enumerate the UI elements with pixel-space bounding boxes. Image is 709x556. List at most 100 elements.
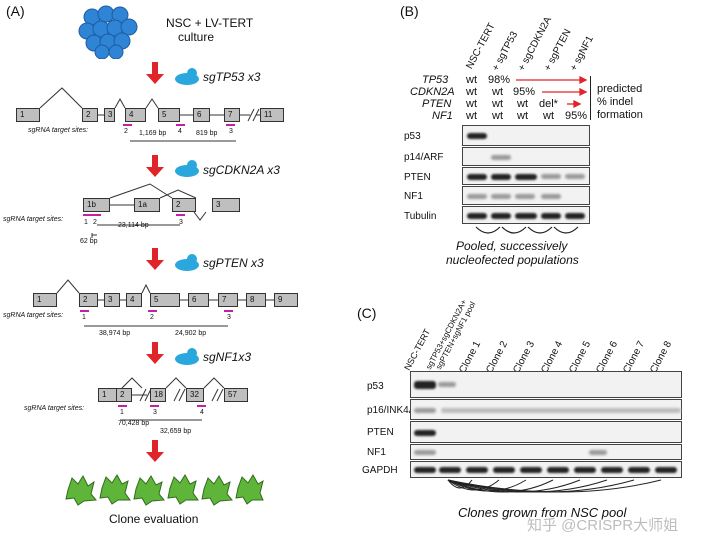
indel-cell: wt (466, 98, 477, 110)
predicted-label: predicted (597, 83, 643, 95)
column-label: Clone 6 (594, 339, 621, 375)
tp53-exon: 1 (16, 108, 40, 122)
cdkn2a-exon: 3 (212, 198, 240, 212)
column-label: Clone 1 (457, 339, 484, 375)
blot-label: Tubulin (404, 211, 437, 222)
blot-label: p53 (404, 131, 421, 142)
nf1-exon: 18 (150, 388, 166, 402)
column-label: Clone 3 (511, 339, 538, 375)
clone-origin-arrows (447, 479, 662, 493)
distance-label: 32,659 bp (160, 428, 192, 435)
step-arrow-icon (146, 342, 164, 364)
sgrna-site-mark (224, 310, 233, 312)
step-tp53-label: sgTP53 x3 (203, 70, 261, 84)
tp53-exon: 7 (224, 108, 240, 122)
sgrna-site-mark (83, 214, 92, 216)
divider (590, 76, 591, 120)
distance-label: 62 bp (80, 238, 98, 245)
blot-strip (462, 167, 590, 185)
sgrna-site-number: 3 (153, 409, 157, 416)
step-arrow-icon (146, 248, 164, 270)
blot-label: PTEN (404, 172, 431, 183)
sgrna-site-number: 1 (120, 409, 124, 416)
step-arrow-icon (146, 440, 164, 462)
step-arrow-icon (146, 62, 164, 84)
pten-exon: 2 (79, 293, 98, 307)
blot-label: NF1 (367, 447, 386, 458)
sgrna-site-mark (92, 214, 101, 216)
nf1-exon: 2 (116, 388, 132, 402)
sgrna-label: sgRNA target sites: (3, 312, 64, 319)
sgrna-site-mark (176, 124, 185, 126)
culture-text-line2: culture (178, 30, 215, 44)
blot-strip (410, 421, 682, 443)
tp53-exon: 4 (125, 108, 146, 122)
gene-label: CDKN2A (410, 86, 455, 98)
pten-exon: 7 (218, 293, 238, 307)
sgrna-site-number: 2 (93, 219, 97, 226)
predicted-label: % indel (597, 96, 634, 108)
nf1-exon: 57 (224, 388, 248, 402)
panel-c-caption: Clones grown from NSC pool (458, 505, 627, 520)
step-nf1-label: sgNF1x3 (203, 350, 252, 364)
indel-cell: wt (517, 98, 528, 110)
panel-c-label: (C) (357, 305, 377, 321)
sgrna-site-mark (197, 405, 206, 407)
panel-b-label: (B) (400, 3, 419, 19)
pten-exon: 6 (188, 293, 209, 307)
distance-label: 70,428 bp (118, 420, 150, 427)
gene-label: TP53 (422, 74, 449, 86)
blot-label: NF1 (404, 191, 423, 202)
clone-colonies-icon (65, 474, 264, 506)
tp53-exon: 6 (193, 108, 210, 122)
blot-strip (410, 461, 682, 478)
watermark: 知乎 @CRISPR大师姐 (527, 517, 679, 534)
blot-strip (462, 125, 590, 146)
sgrna-site-mark (148, 310, 157, 312)
blot-label: p16/INK4A (367, 405, 416, 416)
sgrna-site-number: 2 (150, 314, 154, 321)
panel-b-caption: Pooled, successively (456, 239, 568, 253)
nsc-cell-cluster-icon (78, 5, 138, 59)
sgrna-site-number: 3 (227, 314, 231, 321)
distance-label: 38,974 bp (99, 330, 131, 337)
sgrna-site-mark (123, 124, 132, 126)
distance-label: 819 bp (196, 130, 218, 137)
pten-exon: 3 (104, 293, 120, 307)
rnp-blob-icon (175, 68, 199, 85)
successive-arrows (475, 226, 579, 234)
gene-label: PTEN (422, 98, 452, 110)
sgrna-site-mark (80, 310, 89, 312)
indel-cell: del* (539, 98, 558, 110)
sgrna-site-number: 3 (229, 128, 233, 135)
cdkn2a-exon: 1b (83, 198, 110, 212)
step-pten-label: sgPTEN x3 (203, 256, 264, 270)
blot-label: GAPDH (362, 465, 398, 476)
tp53-exon: 2 (82, 108, 98, 122)
panel-a-label: (A) (6, 3, 25, 19)
indel-cell: 95% (565, 110, 588, 122)
distance-label: 24,902 bp (175, 330, 207, 337)
sgrna-label: sgRNA target sites: (24, 405, 85, 412)
sgrna-site-mark (118, 405, 127, 407)
gene-label: NF1 (432, 110, 453, 122)
blot-label: p14/ARF (404, 152, 444, 163)
indel-cell: wt (492, 98, 503, 110)
blot-strip (410, 399, 682, 420)
rnp-blob-icon (175, 348, 199, 365)
blot-label: p53 (367, 381, 384, 392)
blot-label: PTEN (367, 427, 394, 438)
column-label: Clone 2 (484, 339, 511, 375)
column-label: Clone 5 (567, 339, 594, 375)
pten-exon: 9 (274, 293, 298, 307)
blot-strip (462, 147, 590, 166)
sgrna-site-number: 3 (179, 219, 183, 226)
rnp-blob-icon (175, 160, 199, 177)
column-label: + sgNF1 (568, 34, 596, 73)
indel-cell: wt (466, 110, 477, 122)
distance-label: 23,114 bp (118, 222, 149, 229)
indel-cell: wt (466, 74, 477, 86)
step-arrow-icon (146, 155, 164, 177)
indel-cell: wt (517, 110, 528, 122)
blot-strip (462, 206, 590, 224)
